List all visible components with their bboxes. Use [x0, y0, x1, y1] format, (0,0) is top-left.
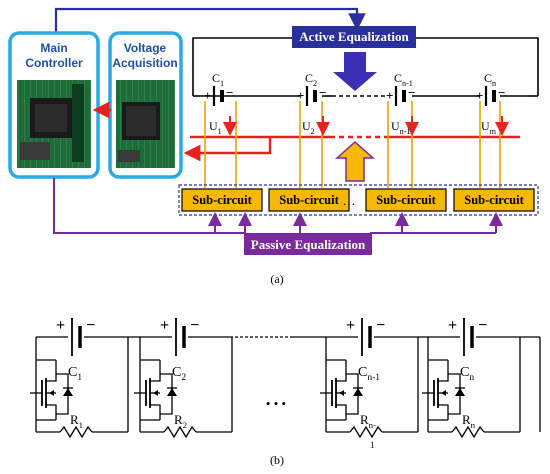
cell-minus-sign: −: [226, 85, 233, 100]
sub-circuit-label: Sub-circuit: [376, 193, 436, 207]
cell-minus-sign: −: [376, 317, 385, 334]
voltage-acquisition-line1: Voltage: [124, 41, 167, 55]
cell-plus-sign: +: [56, 317, 65, 334]
cell-minus-sign: −: [408, 85, 415, 100]
cell-b-name-4: Cn: [460, 365, 474, 383]
sub-circuit-4: Sub-circuit: [453, 188, 535, 212]
active-down-arrow: [333, 52, 377, 91]
cell-plus-sign: +: [346, 317, 355, 334]
passive-equalization-label: Passive Equalization: [251, 237, 366, 252]
cell-a-voltage-4: Um: [481, 119, 497, 136]
cell-plus-sign: +: [448, 317, 457, 334]
cell-b-resistor-label-2: R2: [174, 412, 187, 430]
orange-wires: [204, 101, 501, 188]
cell-minus-sign: −: [319, 85, 326, 100]
voltage-acquisition-panel: Voltage Acquisition: [108, 31, 183, 179]
cell-a-voltage-1: U1: [209, 119, 222, 136]
mosfet-switch: [422, 359, 465, 421]
main-controller-line2: Controller: [25, 56, 83, 70]
voltage-acquisition-line2: Acquisition: [112, 56, 177, 70]
sub-circuit-label: Sub-circuit: [192, 193, 252, 207]
active-equalization-banner: Active Equalization: [292, 26, 416, 48]
blue-control-wire: [54, 7, 366, 33]
cell-a-3: +−Cn-1Un-1: [386, 71, 419, 136]
mosfet-switch: [320, 359, 363, 421]
part-a: Main Controller Voltage Acquisition: [8, 7, 539, 286]
active-equalization-label: Active Equalization: [299, 29, 409, 44]
cell-a-voltage-2: U2: [302, 119, 315, 136]
cell-b-resistor-label-4: Rn: [462, 412, 476, 430]
cell-b-name-2: C2: [172, 365, 186, 383]
sub-circuit-ellipsis: …: [343, 193, 356, 208]
purple-passive-wires: [53, 178, 503, 234]
sub-circuit-1: Sub-circuit: [181, 188, 263, 212]
continuation-dots: • • •: [266, 396, 286, 411]
sub-circuit-container: [178, 184, 539, 216]
cell-minus-sign: −: [498, 85, 505, 100]
cell-a-voltage-3: Un-1: [391, 119, 411, 136]
sub-circuit-label: Sub-circuit: [464, 193, 524, 207]
cell-b-name-3: Cn-1: [358, 365, 380, 383]
sub-circuit-group: Sub-circuit Sub-circuit Sub-circuit Sub-cir…: [181, 188, 535, 212]
cell-b-3: + − Cn-1Rn- 1: [320, 317, 419, 450]
red-sensing-line: [92, 101, 520, 162]
caption-b: (b): [270, 453, 284, 467]
main-controller-panel: Main Controller: [8, 31, 100, 179]
cell-b-resistor-label-3: Rn-: [360, 412, 376, 430]
cell-plus-sign: +: [476, 88, 483, 103]
main-controller-line1: Main: [40, 41, 67, 55]
active-up-arrow: [335, 140, 375, 182]
cell-a-name-2: C2: [305, 71, 317, 88]
cell-plus-sign: +: [160, 317, 169, 334]
top-rail: [35, 336, 541, 432]
sub-circuit-3: Sub-circuit: [365, 188, 447, 212]
cell-plus-sign: +: [204, 88, 211, 103]
cell-b-name-1: C1: [68, 365, 82, 383]
controller-board-photo: [17, 80, 91, 168]
cell-minus-sign: −: [478, 317, 487, 334]
acquisition-board-photo: [116, 80, 175, 168]
cell-a-name-4: Cn: [484, 71, 496, 88]
sub-circuit-label: Sub-circuit: [279, 193, 339, 207]
cell-plus-sign: +: [297, 88, 304, 103]
cell-a-name-3: Cn-1: [394, 71, 413, 88]
cell-b-resistor-label-1: R1: [70, 412, 83, 430]
caption-a: (a): [270, 272, 283, 286]
cell-a-name-1: C1: [212, 71, 224, 88]
cell-minus-sign: −: [86, 317, 95, 334]
mosfet-switch: [30, 359, 73, 421]
sub-circuit-2: Sub-circuit: [268, 188, 350, 212]
passive-equalization-banner: Passive Equalization: [244, 233, 372, 255]
resistor-sub-wrap: 1: [370, 440, 375, 450]
mosfet-switch: [134, 359, 177, 421]
cell-minus-sign: −: [190, 317, 199, 334]
cell-plus-sign: +: [386, 88, 393, 103]
